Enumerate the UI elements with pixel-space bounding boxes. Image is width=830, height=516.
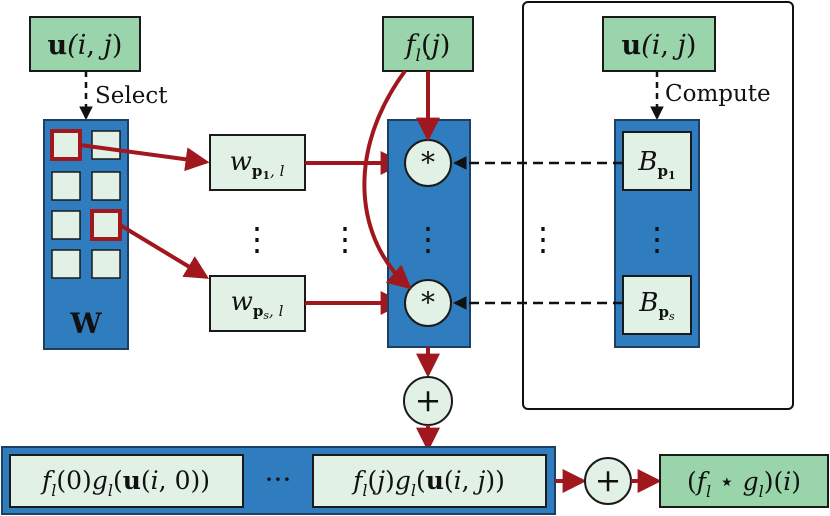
f-l-j-label: fl(j)	[404, 30, 451, 66]
compute-panel-frame	[522, 1, 794, 410]
b-ps-label: Bps	[638, 288, 675, 323]
w-cell-r1-c2	[91, 130, 121, 160]
bottom-product-cell-1	[9, 454, 244, 508]
select-w-p1-arrow	[79, 143, 210, 172]
dots-links: ⋮	[329, 220, 361, 258]
f-l-j-box	[382, 16, 474, 72]
u-input-label: u(i, j)	[48, 30, 123, 61]
w-cell-r4-c1	[51, 249, 81, 279]
bottom-ellipsis: ···	[265, 463, 292, 496]
b-p1-label: Bp1	[637, 147, 675, 182]
dots-basis: ⋮	[641, 220, 673, 258]
w-cell-r3-c2	[90, 209, 122, 241]
w-cell-r1-c1	[50, 129, 82, 161]
u-compute-label: u(i, j)	[622, 30, 697, 61]
w-p1-box	[209, 134, 306, 191]
w-p1-label: wp1, l	[230, 147, 285, 182]
mul-node-bottom-symbol: *	[421, 286, 435, 319]
bottom-product-cell-2	[312, 454, 547, 508]
sum-node-final-symbol: +	[595, 461, 622, 499]
w-cell-r2-c2	[91, 171, 121, 201]
compute-label: Compute	[665, 81, 771, 107]
w-ps-label: wps, l	[231, 287, 284, 322]
f-to-mul-bottom-arrow	[362, 69, 412, 290]
result-label: (fl ⋆ gl)(i)	[687, 467, 801, 501]
w-cell-r3-c1	[51, 210, 81, 240]
dots-weights: ⋮	[241, 220, 273, 258]
w-cell-r4-c2	[91, 249, 121, 279]
select-label: Select	[95, 83, 168, 109]
b-ps-box	[622, 275, 692, 335]
select-w-ps-arrow	[118, 223, 210, 279]
mul-node-top-symbol: *	[421, 146, 435, 179]
w-matrix-label: W	[69, 307, 102, 340]
bottom-product-cell-1-label: fl(0)gl(u(i, 0))	[40, 466, 210, 500]
result-box	[659, 454, 829, 508]
mul-node-bottom	[404, 279, 452, 327]
u-compute-box	[602, 16, 716, 72]
b-p1-box	[622, 131, 692, 191]
dots-center: ⋮	[412, 220, 444, 258]
w-cell-r2-c1	[51, 171, 81, 201]
bottom-product-cell-2-label: fl(j)gl(u(i, j))	[351, 466, 505, 500]
w-ps-box	[209, 275, 306, 332]
dots-right-gap: ⋮	[527, 220, 559, 258]
sum-node-center-symbol: +	[415, 381, 442, 419]
